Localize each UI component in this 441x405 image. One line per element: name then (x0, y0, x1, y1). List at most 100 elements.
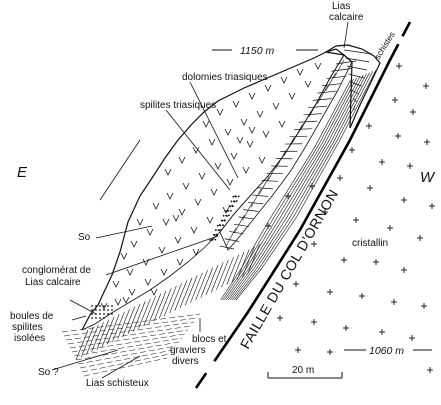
lias-stratum-line (234, 71, 373, 300)
conglomerate-dot (213, 234, 215, 236)
spilite-v-mark (167, 193, 173, 199)
spilite-v-mark (203, 121, 209, 127)
spilite-v-mark (163, 219, 169, 225)
spilite-v-mark (265, 85, 271, 91)
conglomerate-dot (218, 229, 220, 231)
cristallin-plus-mark (387, 225, 393, 231)
spilite-v-mark (281, 77, 287, 83)
cristallin-plus-mark (396, 63, 402, 69)
conglomerate-dot (103, 313, 105, 315)
cristallin-label: cristallin (352, 238, 388, 249)
fault-dash-gap-2 (398, 36, 402, 44)
dolomies-brick-line (322, 84, 341, 86)
dolomies-brick-line (234, 224, 249, 226)
conglomerate-dot (91, 305, 93, 307)
spilite-v-mark (273, 103, 279, 109)
dolomies-brick-line (239, 217, 254, 219)
altitude-1060-marker: 1060 m (344, 345, 432, 357)
spilite-v-mark (315, 63, 321, 69)
cristallin-plus-mark (295, 347, 301, 353)
spilite-v-mark (237, 137, 243, 143)
spilite-v-mark (173, 215, 179, 221)
cristallin-plus-mark (429, 203, 435, 209)
conglomerate-dot (230, 210, 232, 212)
spilite-v-mark (127, 269, 133, 275)
conglomerate-dot (216, 234, 218, 236)
spilite-v-mark (165, 169, 171, 175)
conglomerate-dot (223, 215, 225, 217)
cristallin-plus-mark (327, 289, 333, 295)
so-lower-label: So ? (38, 367, 59, 378)
cristallin-plus-mark (401, 267, 407, 273)
dolomies-brick-line (266, 173, 282, 174)
dolomies-brick-line (243, 210, 258, 212)
conglomerate-dot (219, 224, 221, 226)
spilite-v-mark (231, 153, 237, 159)
conglomerate-dot (222, 224, 224, 226)
altitude-1150-marker: 1150 m (212, 45, 318, 57)
spilite-v-mark (257, 111, 263, 117)
cristallin-plus-mark (423, 83, 429, 89)
cristallin-plus-mark (349, 147, 355, 153)
altitude-bottom-label: 1060 m (369, 345, 404, 357)
dolomies-brick-line (304, 114, 322, 115)
spilite-v-mark (121, 253, 127, 259)
conglomerate-dot (103, 309, 105, 311)
spilite-v-mark (195, 199, 201, 205)
spilite-v-mark (177, 259, 183, 265)
cristallin-plus-mark (359, 293, 365, 299)
cristallin-plus-mark (341, 257, 347, 263)
conglomerate-dot (217, 225, 219, 227)
conglomerate-dot (225, 215, 227, 217)
fault-dash-gap-1 (206, 361, 214, 373)
spilite-v-mark (179, 157, 185, 163)
dolomies-brick-line (252, 195, 268, 196)
schisteux-dash-line (68, 326, 191, 344)
dolomies-brick-line (299, 121, 317, 122)
conglomerate-dot (238, 196, 240, 198)
conglomerate-dot (111, 309, 113, 311)
spilite-v-mark (153, 203, 159, 209)
cristallin-plus-mark (391, 299, 397, 305)
blocs-label-2: graviers (170, 345, 206, 356)
cristallin-plus-mark (410, 109, 416, 115)
conglomerate-dot (111, 305, 113, 307)
fault-name-label: FAILLE DU COL D'ORNON (237, 186, 342, 351)
spilite-v-mark (193, 249, 199, 255)
conglomerate-dot (95, 317, 97, 319)
conglomerate-dot (103, 317, 105, 319)
spilite-v-mark (147, 229, 153, 235)
conglomerate-dot (231, 205, 233, 207)
conglomerate-dot (211, 239, 213, 241)
conglomerate-dot (225, 210, 227, 212)
spilite-v-mark (183, 183, 189, 189)
spilite-v-mark (211, 189, 217, 195)
spilite-v-mark (305, 81, 311, 87)
conglomerate-texture (91, 195, 240, 319)
conglomerate-dot (228, 215, 230, 217)
conglomerate-dot (95, 309, 97, 311)
spilite-v-mark (243, 167, 249, 173)
dolomies-brick-line (317, 86, 327, 104)
dolomies-brick-line (313, 99, 332, 101)
spilite-v-mark (151, 289, 157, 295)
blocs-label-3: divers (172, 356, 199, 367)
conglomerate-dot (107, 305, 109, 307)
conglomerate-dot (234, 195, 236, 197)
cristallin-plus-mark (395, 133, 401, 139)
dolomies-brick-line (243, 202, 253, 220)
cristallin-plus-mark (311, 319, 317, 325)
conglomerate-dot (221, 220, 223, 222)
cristallin-plus-mark (379, 329, 385, 335)
spilites-label: spilites triasiques (140, 100, 216, 111)
cristallin-plus-mark (401, 197, 407, 203)
spilite-v-mark (159, 247, 165, 253)
cristallin-plus-mark (417, 235, 423, 241)
dolomies-brick-line (234, 215, 244, 233)
spilite-v-mark (207, 217, 213, 223)
dolomies-brick-line (294, 129, 312, 130)
cristallin-plus-mark (427, 367, 433, 373)
dolomies-brick-line (259, 176, 269, 194)
conglomerate-dot (99, 309, 101, 311)
